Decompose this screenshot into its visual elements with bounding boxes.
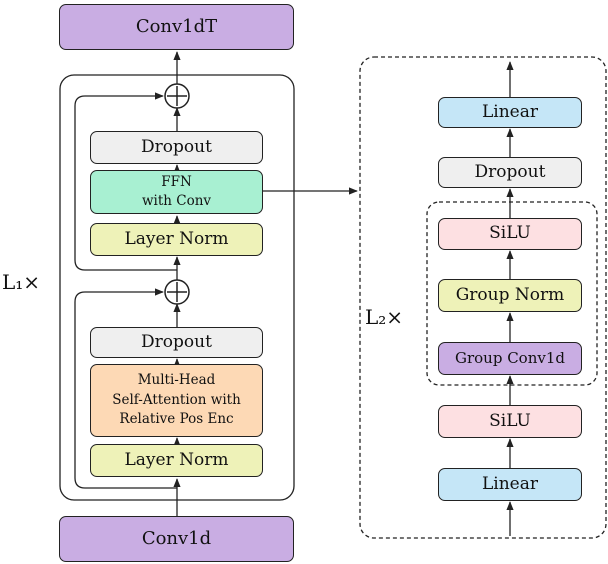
residual-add-icon (164, 279, 190, 305)
l1-repeat-label: L₁× (2, 270, 41, 294)
group-conv1d-block: Group Conv1d (438, 342, 582, 375)
group-norm-block: Group Norm (438, 279, 582, 312)
attn-layer-norm-block: Layer Norm (90, 444, 263, 477)
ffn-detail-frame (359, 56, 607, 539)
silu-top-block: SiLU (438, 218, 582, 250)
ffn-label-line1: FFN (161, 174, 192, 191)
l2-repeat-frame (426, 201, 598, 386)
attn-label-line3: Relative Pos Enc (119, 411, 234, 428)
self-attention-block: Multi-Head Self-Attention with Relative … (90, 364, 263, 437)
attn-dropout-block: Dropout (90, 327, 263, 358)
conv1d-block: Conv1d (59, 516, 294, 562)
ffn-layer-norm-block: Layer Norm (90, 223, 263, 256)
attn-label-line2: Self-Attention with (112, 391, 241, 408)
ffn-dropout-block: Dropout (90, 131, 263, 164)
linear-top-block: Linear (438, 97, 582, 128)
silu-bottom-block: SiLU (438, 405, 582, 438)
conv1dt-block: Conv1dT (59, 4, 294, 50)
linear-bottom-block: Linear (438, 468, 582, 501)
l2-repeat-label: L₂× (365, 305, 404, 329)
attn-label-line1: Multi-Head (137, 372, 216, 389)
ffn-label-line2: with Conv (141, 193, 212, 209)
ffn-conv-block: FFN with Conv (90, 170, 263, 214)
dropout-block: Dropout (438, 157, 582, 188)
residual-add-icon (164, 83, 190, 109)
